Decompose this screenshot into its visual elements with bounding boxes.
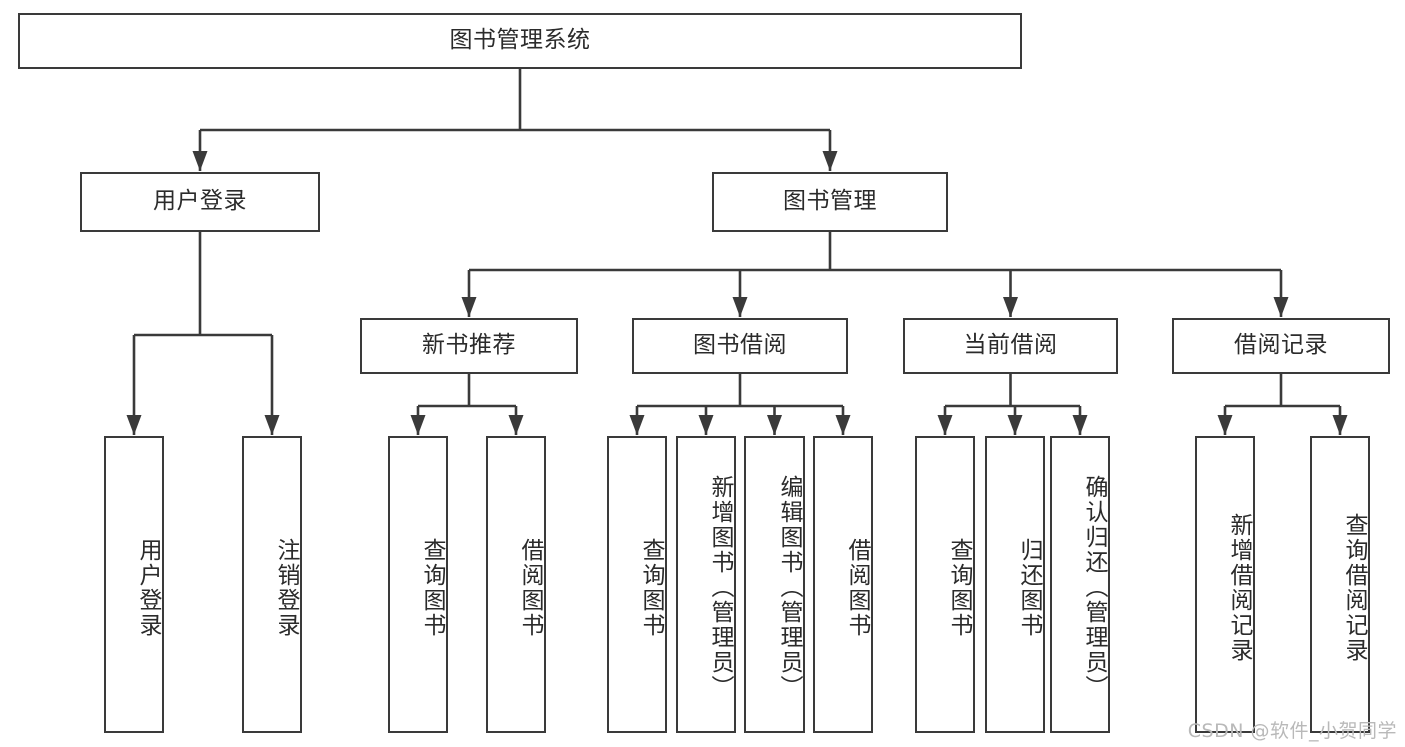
node-user-login[interactable]: 用户登录 — [80, 172, 320, 232]
node-label: 图书管理 — [783, 188, 877, 215]
node-label: 确认归还（管理员） — [1081, 475, 1107, 700]
node-leaf-add-record[interactable]: 新增借阅记录 — [1195, 436, 1255, 733]
node-label: 注销登录 — [273, 537, 299, 638]
arrowhead-icon — [126, 415, 142, 435]
arrowhead-icon — [1072, 415, 1088, 435]
node-label: 归还图书 — [1016, 537, 1042, 638]
arrowhead-icon — [835, 415, 851, 435]
node-leaf-query-book-3[interactable]: 查询图书 — [915, 436, 975, 733]
watermark-text: CSDN @软件_小贺同学 — [1187, 720, 1397, 742]
node-label: 查询图书 — [638, 537, 664, 638]
node-label: 借阅记录 — [1234, 332, 1328, 359]
node-label: 查询图书 — [419, 537, 445, 638]
node-borrow-record[interactable]: 借阅记录 — [1172, 318, 1390, 374]
node-book-borrow[interactable]: 图书借阅 — [632, 318, 848, 374]
node-leaf-return-book[interactable]: 归还图书 — [985, 436, 1045, 733]
node-label: 新书推荐 — [422, 332, 516, 359]
node-leaf-query-book-2[interactable]: 查询图书 — [607, 436, 667, 733]
node-label: 编辑图书（管理员） — [776, 475, 802, 700]
arrowhead-icon — [698, 415, 714, 435]
node-label: 图书管理系统 — [449, 27, 591, 54]
node-root[interactable]: 图书管理系统 — [18, 13, 1022, 69]
arrowhead-icon — [192, 151, 208, 171]
node-label: 查询借阅记录 — [1341, 512, 1367, 663]
node-leaf-borrow-book-1[interactable]: 借阅图书 — [486, 436, 546, 733]
node-leaf-user-login[interactable]: 用户登录 — [104, 436, 164, 733]
node-label: 用户登录 — [135, 537, 161, 638]
node-leaf-logout[interactable]: 注销登录 — [242, 436, 302, 733]
node-leaf-query-book-1[interactable]: 查询图书 — [388, 436, 448, 733]
arrowhead-icon — [508, 415, 524, 435]
arrowhead-icon — [767, 415, 782, 435]
node-current-borrow[interactable]: 当前借阅 — [903, 318, 1118, 374]
node-label: 新增借阅记录 — [1226, 512, 1252, 663]
arrowhead-icon — [822, 151, 838, 171]
arrowhead-icon — [1003, 297, 1018, 317]
node-label: 查询图书 — [946, 537, 972, 638]
arrowhead-icon — [732, 297, 748, 317]
node-leaf-borrow-book-2[interactable]: 借阅图书 — [813, 436, 873, 733]
arrowhead-icon — [1332, 415, 1348, 435]
arrowhead-icon — [629, 415, 645, 435]
arrowhead-icon — [461, 297, 477, 317]
node-leaf-confirm-return[interactable]: 确认归还（管理员） — [1050, 436, 1110, 733]
node-label: 借阅图书 — [517, 537, 543, 638]
arrowhead-icon — [937, 415, 953, 435]
node-new-book-recommend[interactable]: 新书推荐 — [360, 318, 578, 374]
node-label: 图书借阅 — [693, 332, 787, 359]
arrowhead-icon — [1007, 415, 1023, 435]
arrowhead-icon — [1273, 297, 1289, 317]
arrowhead-icon — [410, 415, 426, 435]
node-label: 新增图书（管理员） — [707, 475, 733, 700]
node-leaf-query-record[interactable]: 查询借阅记录 — [1310, 436, 1370, 733]
node-book-manage[interactable]: 图书管理 — [712, 172, 948, 232]
node-leaf-edit-book[interactable]: 编辑图书（管理员） — [744, 436, 805, 733]
arrowhead-icon — [1217, 415, 1233, 435]
node-leaf-add-book[interactable]: 新增图书（管理员） — [676, 436, 736, 733]
node-label: 当前借阅 — [963, 332, 1058, 359]
node-label: 用户登录 — [153, 188, 247, 215]
node-label: 借阅图书 — [844, 537, 870, 638]
arrowhead-icon — [264, 415, 280, 435]
